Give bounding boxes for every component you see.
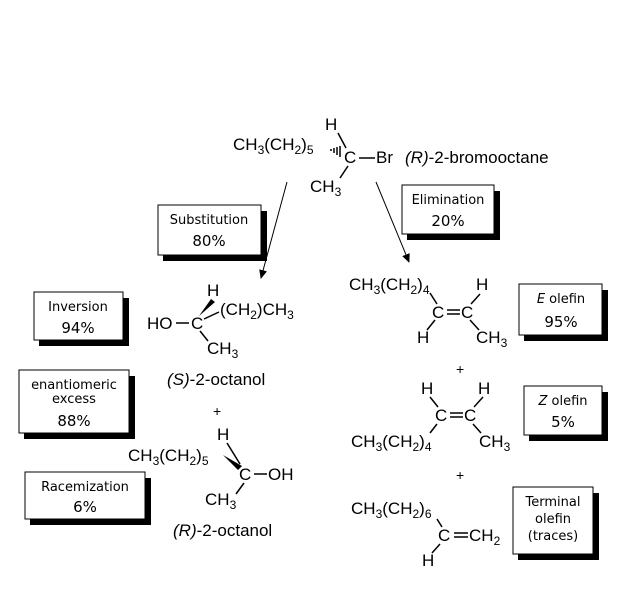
z-alkene-c2: C xyxy=(464,406,476,425)
z-alkene-ch3: CH3 xyxy=(479,432,511,454)
terminal-line1: Terminal xyxy=(525,495,581,510)
elimination-arrow xyxy=(375,181,410,263)
inversion-box: Inversion 94% xyxy=(33,291,129,346)
z-alkene-h-bond-left xyxy=(429,396,439,408)
s-octanol-name: (S)-2-octanol xyxy=(167,370,265,389)
ee-title-line2: excess xyxy=(52,392,96,407)
s-octanol-ho: HO xyxy=(147,314,173,333)
z-olefin-title: Z olefin xyxy=(537,394,587,409)
z-alkene-h-bond-right xyxy=(473,396,484,408)
z-alkene-chain-bond xyxy=(429,423,438,434)
s-octanol-chain: (CH2)CH3 xyxy=(220,300,294,322)
z-alkene-structure: H H C C CH3(CH2)4 CH3 xyxy=(351,379,511,454)
r-octanol-wedge xyxy=(223,455,242,470)
z-alkene-c1: C xyxy=(435,406,447,425)
r-octanol-structure: H CH3(CH2)5 C OH CH3 (R)-2-octanol xyxy=(128,425,294,540)
r-octanol-h-bond xyxy=(226,442,241,465)
inversion-title: Inversion xyxy=(48,300,108,315)
terminal-line2: olefin xyxy=(535,512,571,527)
r-octanol-oh: OH xyxy=(268,465,294,484)
bromo-br: Br xyxy=(376,148,393,167)
racemization-box: Racemization 6% xyxy=(24,471,151,525)
terminal-alkene-chain: CH3(CH2)6 xyxy=(351,499,432,521)
s-octanol-carbon: C xyxy=(191,314,203,333)
z-alkene-h-left: H xyxy=(421,379,433,398)
bromo-carbon: C xyxy=(344,148,356,167)
e-alkene-chain: CH3(CH2)4 xyxy=(349,275,430,297)
terminal-line3: (traces) xyxy=(528,529,578,544)
plus-left: + xyxy=(213,403,221,419)
racemization-value: 6% xyxy=(73,498,97,516)
bromo-ch3: CH3 xyxy=(310,177,342,199)
r-octanol-chain: CH3(CH2)5 xyxy=(128,446,209,468)
substitution-value: 80% xyxy=(192,232,225,250)
r-octanol-ch3-bond xyxy=(235,482,245,495)
hashed-wedge xyxy=(330,146,341,157)
e-alkene-h-left: H xyxy=(417,328,429,347)
bromo-h-bond xyxy=(337,132,347,149)
r-octanol-h: H xyxy=(217,425,229,444)
r-octanol-ch3: CH3 xyxy=(205,490,237,512)
e-alkene-c1: C xyxy=(432,303,444,322)
e-alkene-chain-bond xyxy=(429,292,438,305)
elimination-box: Elimination 20% xyxy=(401,184,500,240)
terminal-alkene-carbon: C xyxy=(438,526,450,545)
r-octanol-carbon: C xyxy=(239,465,251,484)
s-octanol-chain-bond xyxy=(203,311,220,320)
z-olefin-value: 5% xyxy=(551,413,575,431)
s-octanol-wedge xyxy=(199,299,215,316)
s-octanol-h: H xyxy=(207,281,219,300)
substitution-title: Substitution xyxy=(170,213,248,228)
terminal-alkene-chain-bond xyxy=(436,518,443,528)
e-alkene-h-right: H xyxy=(476,275,488,294)
bromooctane-name: (R)-2-bromooctane xyxy=(405,148,549,167)
z-olefin-box: Z olefin 5% xyxy=(523,385,608,441)
substitution-box: Substitution 80% xyxy=(157,204,267,261)
e-alkene-ch3: CH3 xyxy=(476,328,508,350)
terminal-alkene-h-bond xyxy=(431,543,441,554)
elimination-title: Elimination xyxy=(412,193,485,208)
e-olefin-value: 95% xyxy=(544,313,577,331)
ee-value: 88% xyxy=(57,412,90,430)
terminal-alkene-ch2: CH2 xyxy=(469,526,501,548)
terminal-alkene-h: H xyxy=(422,551,434,570)
bromo-chain: CH3(CH2)5 xyxy=(233,135,314,157)
z-alkene-h-right: H xyxy=(478,379,490,398)
plus-right-2: + xyxy=(456,467,464,483)
inversion-value: 94% xyxy=(61,319,94,337)
s-octanol-ch3-bond xyxy=(199,330,209,342)
elimination-value: 20% xyxy=(431,212,464,230)
racemization-title: Racemization xyxy=(41,480,129,495)
plus-right-1: + xyxy=(456,361,464,377)
z-alkene-chain: CH3(CH2)4 xyxy=(351,432,432,454)
e-alkene-c2: C xyxy=(461,303,473,322)
e-olefin-box: E olefin 95% xyxy=(518,283,608,341)
bromooctane-structure: CH3(CH2)5 H C Br CH3 (R)-2-bromooctane xyxy=(233,115,549,199)
bromo-ch3-bond xyxy=(339,165,349,179)
ee-title-line1: enantiomeric xyxy=(31,378,117,393)
e-alkene-h-bond xyxy=(470,293,481,305)
e-alkene-structure: CH3(CH2)4 H C C H CH3 xyxy=(349,275,508,350)
s-octanol-structure: H HO C (CH2)CH3 CH3 (S)-2-octanol xyxy=(147,281,294,389)
e-alkene-hl-bond xyxy=(426,319,436,331)
z-alkene-ch3-bond xyxy=(472,423,482,434)
terminal-olefin-box: Terminal olefin (traces) xyxy=(512,486,599,560)
e-alkene-ch3-bond xyxy=(469,319,480,331)
e-olefin-title: E olefin xyxy=(537,292,585,307)
bromo-h: H xyxy=(325,115,337,134)
r-octanol-name: (R)-2-octanol xyxy=(173,521,272,540)
ee-box: enantiomeric excess 88% xyxy=(18,369,135,439)
s-octanol-ch3: CH3 xyxy=(207,339,239,361)
terminal-alkene-structure: CH3(CH2)6 C CH2 H xyxy=(351,499,501,570)
substitution-arrow xyxy=(259,181,288,279)
